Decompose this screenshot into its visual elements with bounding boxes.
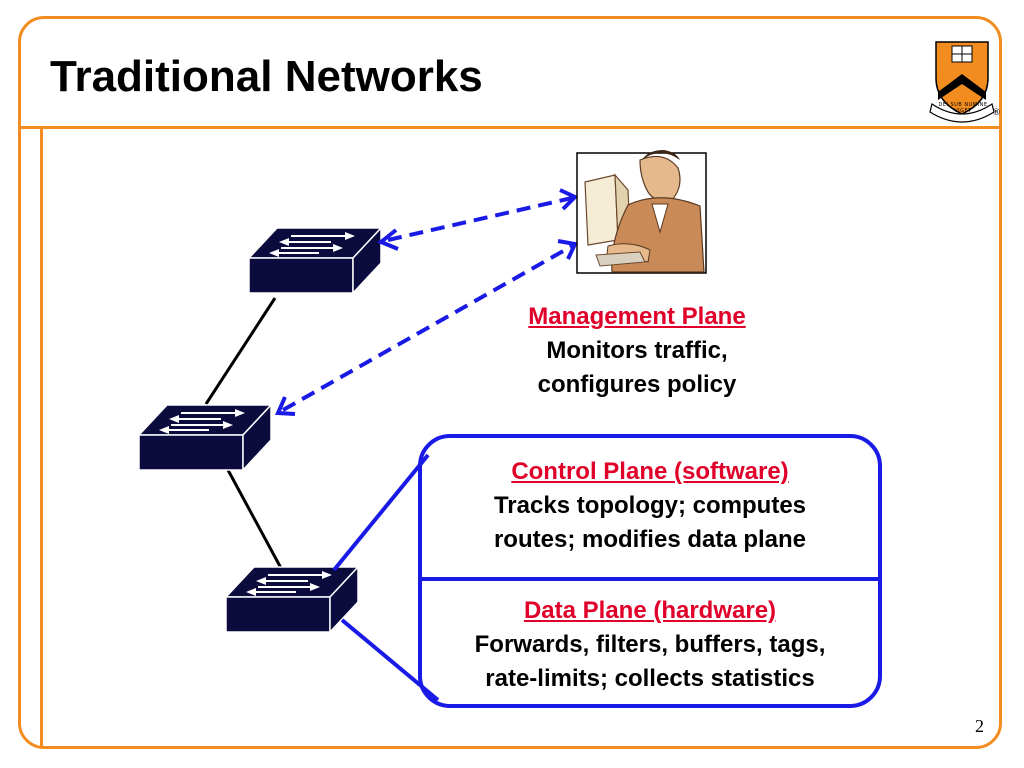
control-plane-line2: routes; modifies data plane xyxy=(493,526,807,553)
data-plane-heading: Data Plane (hardware) xyxy=(523,597,777,624)
switch-link-top-middle xyxy=(204,297,277,405)
management-plane-heading: Management Plane xyxy=(528,303,746,330)
callout-line-lower xyxy=(340,618,440,702)
switch-top-icon xyxy=(248,227,382,294)
slide-frame xyxy=(18,16,1002,749)
management-plane-line1: Monitors traffic, xyxy=(546,337,728,364)
control-plane-line1: Tracks topology; computes xyxy=(493,492,807,519)
princeton-shield-logo xyxy=(929,41,995,123)
switch-link-middle-bottom xyxy=(226,469,284,571)
title-divider xyxy=(18,126,1002,129)
control-plane-text: Control Plane (software) Tracks topology… xyxy=(430,455,870,557)
registered-mark: ® xyxy=(992,108,1001,118)
page-number: 2 xyxy=(975,716,984,736)
management-arrow-top xyxy=(377,188,579,251)
data-plane-line1: Forwards, filters, buffers, tags, xyxy=(474,631,826,658)
slide-title: Traditional Networks xyxy=(50,52,483,101)
left-margin-rule xyxy=(40,128,43,748)
planes-box xyxy=(418,434,882,708)
management-plane-line2: configures policy xyxy=(537,371,737,398)
data-plane-line2: rate-limits; collects statistics xyxy=(485,665,815,692)
control-plane-heading: Control Plane (software) xyxy=(511,458,789,485)
data-plane-text: Data Plane (hardware) Forwards, filters,… xyxy=(430,594,870,696)
switch-bottom-icon xyxy=(225,566,359,633)
management-arrow-middle xyxy=(275,239,578,416)
switch-middle-icon xyxy=(138,404,272,471)
management-plane-text: Management Plane Monitors traffic, confi… xyxy=(487,300,787,402)
logo-motto: DEI SUB NUMINE VIGET xyxy=(938,102,988,114)
operator-at-computer-icon xyxy=(576,150,707,274)
callout-line-upper xyxy=(332,453,430,572)
